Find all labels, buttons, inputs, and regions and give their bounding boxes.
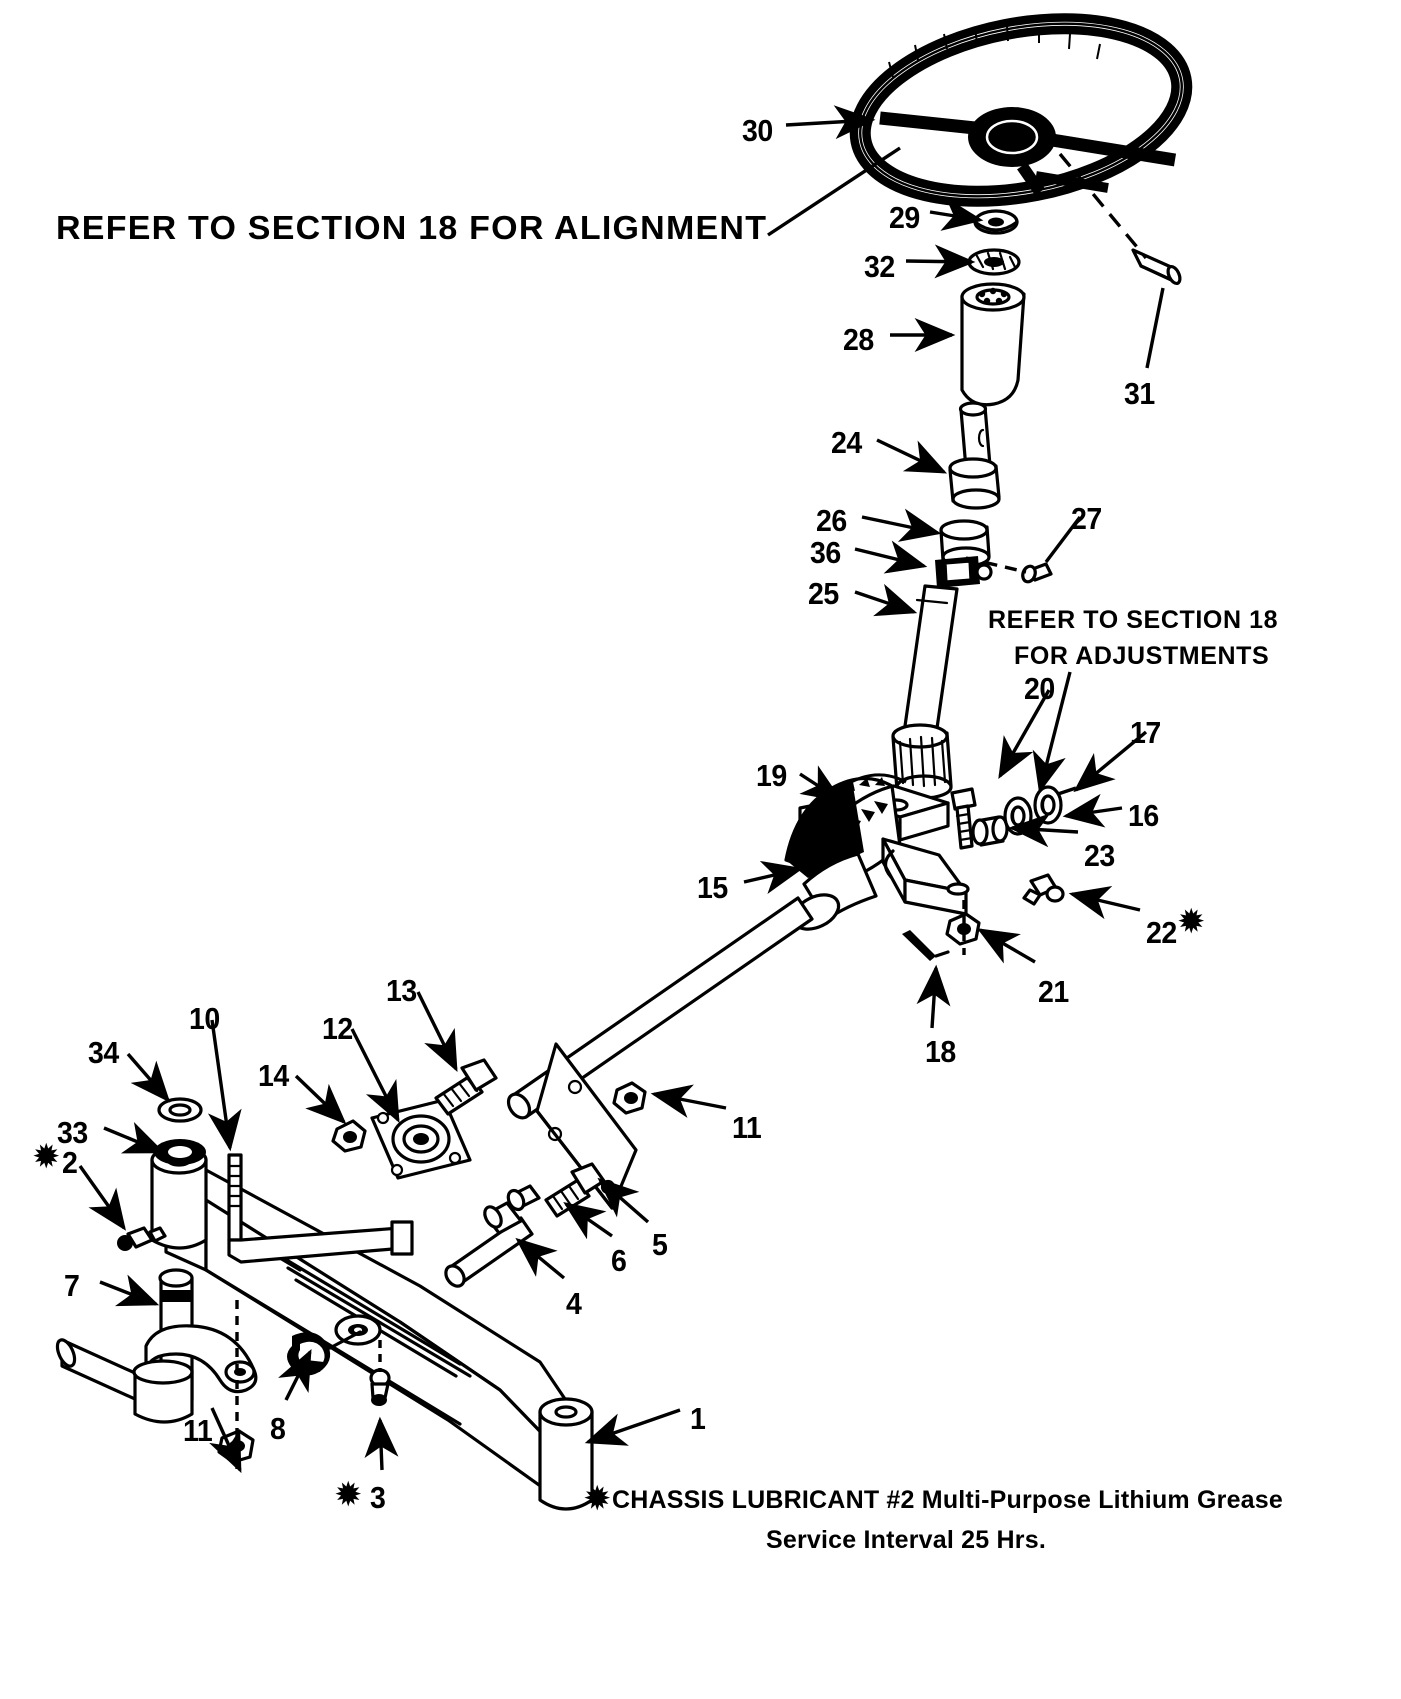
callout-number-25: 25	[808, 576, 839, 611]
callout-number-15: 15	[697, 870, 728, 905]
callout-number-16: 16	[1128, 798, 1159, 833]
callout-number-29: 29	[889, 200, 920, 235]
part-washer-34	[157, 1097, 203, 1123]
callout-number-3: 3	[370, 1480, 386, 1515]
callout-number-12: 12	[322, 1011, 353, 1046]
callout-number-33: 33	[57, 1115, 88, 1150]
alignment-note: REFER TO SECTION 18 FOR ALIGNMENT	[56, 209, 768, 246]
part-steering-wheel	[849, 13, 1193, 207]
grease-point-symbol: ✹	[583, 1480, 612, 1518]
callout-number-27: 27	[1071, 501, 1102, 536]
callout-number-7: 7	[64, 1268, 80, 1303]
callout-number-11: 11	[183, 1413, 213, 1448]
grease-point-symbol: ✹	[32, 1138, 61, 1176]
callout-number-1: 1	[690, 1401, 706, 1436]
callout-number-22: 22	[1146, 915, 1177, 950]
callout-number-11: 11	[732, 1110, 762, 1145]
part-bolt-5	[544, 1162, 606, 1218]
part-clamp-36	[935, 556, 993, 588]
callout-number-21: 21	[1038, 974, 1069, 1009]
part-bearing-17	[1033, 785, 1077, 825]
adjustment-note-line2: FOR ADJUSTMENTS	[1014, 642, 1270, 670]
callout-number-34: 34	[88, 1035, 119, 1070]
part-grease-fitting-2	[117, 1226, 167, 1251]
part-steering-shaft-24	[948, 401, 1001, 510]
part-washer-33	[154, 1139, 206, 1165]
leader-lines	[78, 105, 1165, 1474]
callout-number-4: 4	[566, 1286, 582, 1321]
part-column-cover-28	[960, 282, 1026, 407]
callout-number-10: 10	[189, 1001, 220, 1036]
part-bolt-27	[965, 556, 1053, 584]
part-washer-6	[506, 1184, 541, 1212]
part-bolt-13	[434, 1058, 498, 1116]
part-link-rod-10	[227, 1153, 414, 1264]
part-spindle-7	[55, 1268, 258, 1424]
part-drag-link-shaft	[506, 896, 814, 1120]
callout-number-8: 8	[270, 1411, 286, 1446]
callout-number-24: 24	[831, 425, 862, 460]
callout-number-23: 23	[1084, 838, 1115, 873]
part-upper-shaft-31	[1058, 152, 1182, 286]
callout-number-2: 2	[62, 1145, 78, 1180]
callout-number-6: 6	[611, 1243, 627, 1278]
part-nut-29	[973, 209, 1019, 235]
grease-point-symbol: ✹	[334, 1476, 363, 1514]
part-bolt-20	[950, 787, 977, 850]
part-cotter-pin-18	[902, 930, 950, 961]
grease-point-symbol: ✹	[1177, 903, 1206, 941]
part-nut-21	[945, 900, 981, 955]
callout-number-13: 13	[386, 973, 417, 1008]
callout-number-28: 28	[843, 322, 874, 357]
lubricant-note-line1: CHASSIS LUBRICANT #2 Multi-Purpose Lithi…	[612, 1486, 1283, 1514]
callout-number-14: 14	[258, 1058, 289, 1093]
part-nut-14	[331, 1119, 367, 1153]
part-tie-rod-4	[444, 1201, 534, 1288]
callout-number-20: 20	[1024, 671, 1055, 706]
part-grease-fitting-22	[1022, 873, 1065, 906]
callout-number-30: 30	[742, 113, 773, 148]
part-nut-11-upper	[612, 1081, 647, 1115]
lubricant-note-line2: Service Interval 25 Hrs.	[766, 1526, 1046, 1554]
callout-number-5: 5	[652, 1227, 668, 1262]
callout-number-36: 36	[810, 535, 841, 570]
part-bushing-23	[971, 815, 1009, 847]
callout-number-26: 26	[816, 503, 847, 538]
callout-number-18: 18	[925, 1034, 956, 1069]
part-bearing-26	[939, 519, 991, 568]
part-grease-fitting-3	[369, 1340, 391, 1406]
callout-number-32: 32	[864, 249, 895, 284]
part-bearing-flange-12	[370, 1098, 472, 1180]
adjustment-note-line1: REFER TO SECTION 18	[988, 606, 1279, 634]
callout-number-19: 19	[756, 758, 787, 793]
callout-number-31: 31	[1124, 376, 1155, 411]
part-steering-sector-gear-15	[784, 773, 970, 931]
part-washer-32	[967, 248, 1021, 276]
callout-number-17: 17	[1130, 715, 1161, 750]
